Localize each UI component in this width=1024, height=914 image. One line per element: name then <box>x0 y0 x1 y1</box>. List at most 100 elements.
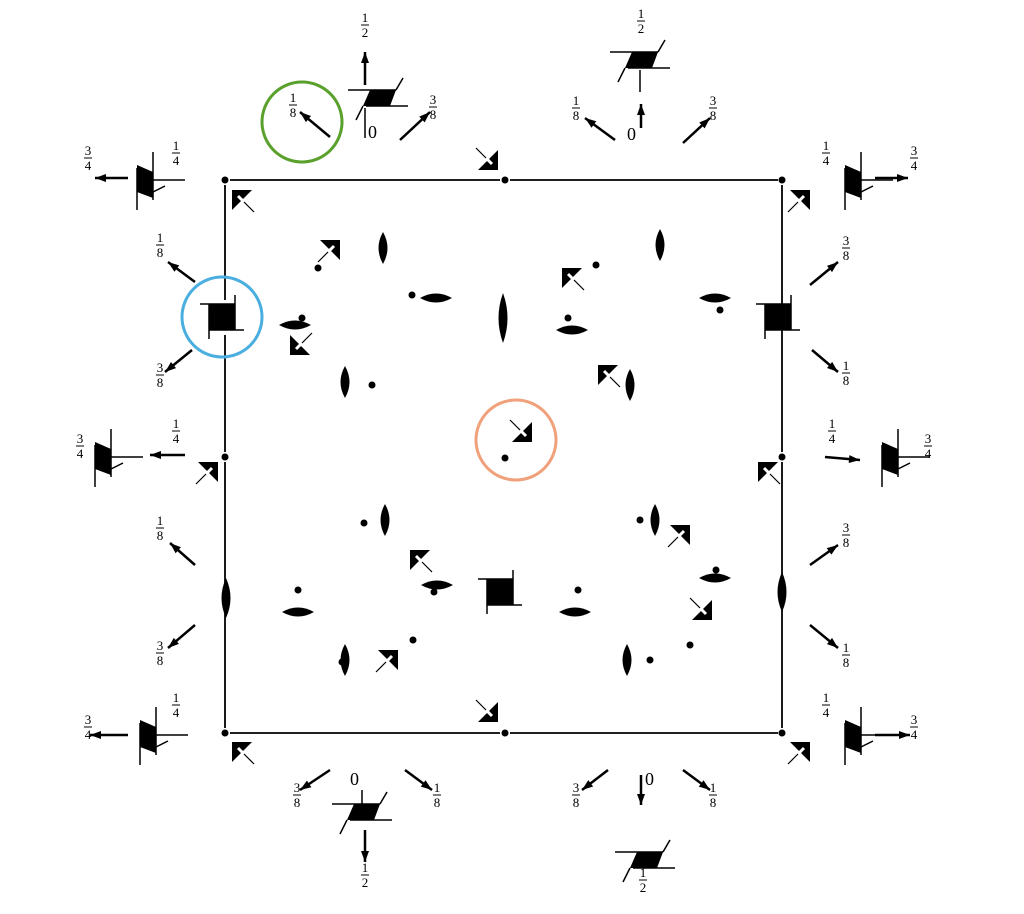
green-highlight-circle <box>260 80 344 164</box>
threefold-axis-icon <box>667 525 690 548</box>
twofold-axis-icon <box>498 293 508 343</box>
inversion-axis-icon <box>630 852 663 868</box>
center-dot <box>221 729 229 737</box>
center-dot <box>294 586 302 594</box>
twofold-axis-icon <box>559 607 591 617</box>
center-dot <box>501 729 509 737</box>
center-dot <box>501 176 509 184</box>
axis-line <box>617 67 626 83</box>
threefold-axis-icon <box>787 742 810 765</box>
inversion-axis-icon <box>137 165 153 198</box>
axis-line <box>152 185 166 193</box>
symmetry-symbols <box>90 39 930 883</box>
center-dot <box>314 264 322 272</box>
center-dot <box>716 306 724 314</box>
axis-line <box>657 39 666 53</box>
arrowhead-icon <box>168 262 180 272</box>
arrowhead-icon <box>300 780 312 790</box>
axis-line <box>110 462 124 470</box>
center-dot <box>430 588 438 596</box>
threefold-axis-icon <box>410 550 433 573</box>
arrowhead-icon <box>899 731 910 739</box>
twofold-axis-icon <box>282 607 314 617</box>
center-dot <box>221 176 229 184</box>
arrowhead-icon <box>826 637 838 648</box>
arrowhead-icon <box>585 118 597 128</box>
arrowhead-icon <box>699 118 710 129</box>
threefold-axis-icon <box>598 365 621 388</box>
threefold-axis-icon <box>758 462 781 485</box>
center-dot <box>564 314 572 322</box>
axis-line <box>622 867 631 883</box>
blue-highlight-circle <box>180 275 264 359</box>
center-dot <box>298 314 306 322</box>
inversion-axis-icon <box>347 804 380 820</box>
center-dot <box>574 586 582 594</box>
center-dot <box>408 291 416 299</box>
arrowhead-icon <box>826 262 838 273</box>
arrowhead-icon <box>582 780 594 790</box>
height-label: 0 <box>368 122 377 142</box>
twofold-axis-icon <box>279 320 311 330</box>
arrowhead-icon <box>827 361 838 372</box>
threefold-axis-icon <box>509 419 532 442</box>
axis-line <box>860 185 874 193</box>
threefold-axis-icon <box>195 462 218 485</box>
inversion-axis-icon <box>363 90 396 106</box>
twofold-axis-icon <box>340 366 350 398</box>
threefold-axis-icon <box>562 268 585 291</box>
inversion-axis-icon <box>140 720 156 753</box>
arrowhead-icon <box>637 104 645 115</box>
highlight-circles <box>180 80 558 482</box>
center-dot <box>712 566 720 574</box>
orange-highlight-circle <box>474 398 558 482</box>
center-dot <box>778 453 786 461</box>
twofold-axis-icon <box>655 229 665 261</box>
threefold-axis-icon <box>232 742 255 765</box>
twofold-axis-icon <box>221 578 231 618</box>
twofold-axis-icon <box>699 293 731 303</box>
arrowhead-icon <box>361 851 369 862</box>
fourfold-axis-icon <box>209 304 235 330</box>
arrowhead-icon <box>897 174 908 182</box>
inversion-axis-icon <box>95 442 111 475</box>
fourfold-axis-icon <box>487 579 513 605</box>
axis-line <box>355 105 364 121</box>
arrowhead-icon <box>637 794 645 805</box>
twofold-axis-icon <box>421 580 453 590</box>
center-dot <box>636 516 644 524</box>
twofold-axis-icon <box>556 325 588 335</box>
inversion-axis-icon <box>845 165 861 198</box>
arrowhead-icon <box>826 545 838 555</box>
height-label: 0 <box>645 769 654 789</box>
arrowhead-icon <box>150 451 161 459</box>
inversion-axis-icon <box>845 720 861 753</box>
center-dot <box>360 519 368 527</box>
threefold-axis-icon <box>232 190 255 213</box>
arrowhead-icon <box>361 52 369 63</box>
twofold-axis-icon <box>625 369 635 401</box>
arrowhead-icon <box>95 174 106 182</box>
threefold-axis-icon <box>317 240 340 263</box>
twofold-axis-icon <box>420 293 452 303</box>
